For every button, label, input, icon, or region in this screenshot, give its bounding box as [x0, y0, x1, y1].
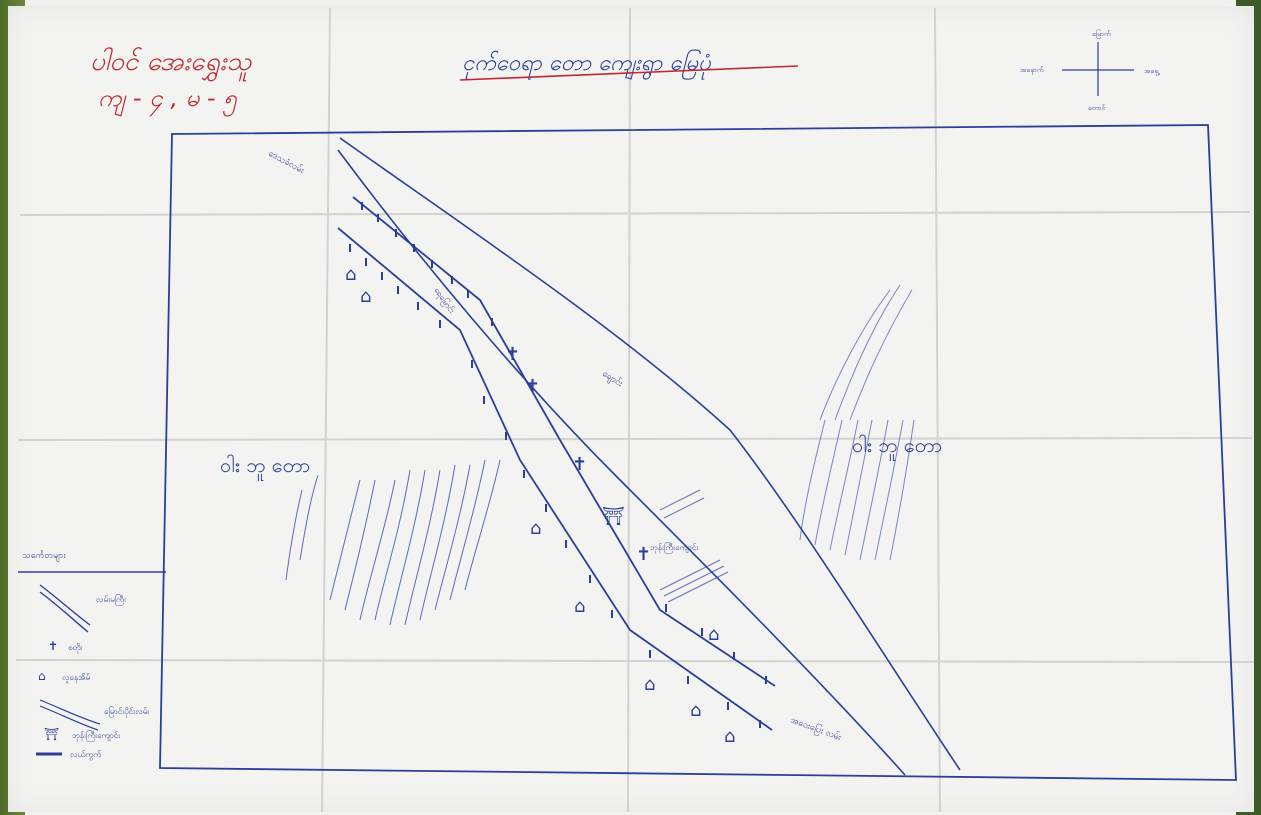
contributor-label: ပါဝင် အေးရွှေးသူ: [90, 47, 252, 82]
house-icon: ⌂: [574, 596, 585, 617]
legend: သင်္ကေတများ လမ်းမကြီး ✝ စတိုး ⌂ လူနေအိမ်…: [22, 550, 150, 761]
house-markers: [349, 202, 767, 728]
legend-header: သင်္ကေတများ: [22, 550, 66, 562]
legend-item-2: စတိုး: [68, 642, 83, 654]
legend-item-1: လမ်းမကြီး: [96, 594, 127, 606]
map-frame: [159, 124, 1237, 781]
stream-label: ရေမြောင်း: [431, 285, 458, 317]
shop-icon: ✝: [525, 376, 540, 397]
paddy-field: [659, 489, 729, 603]
legend-house-symbol: ⌂: [38, 669, 46, 683]
river-label: ချောင်း: [600, 368, 626, 390]
legend-item-5: ဘုန်းကြီးကျောင်း: [72, 730, 121, 742]
legend-item-3: လူနေအိမ်: [62, 672, 90, 684]
title-underline: [459, 65, 799, 81]
house-icon: ⌂: [724, 726, 735, 747]
river-banks: [337, 137, 961, 776]
legend-item-4: မြောင်းပိုင်းလမ်း: [104, 706, 150, 718]
main-road: [337, 196, 776, 731]
bamboo-field-left: [285, 459, 501, 626]
house-icon: ⌂: [345, 264, 356, 285]
road-label-bottom: အဝေးပြေး လမ်း: [789, 714, 844, 745]
legend-road-symbol: [39, 584, 91, 633]
shop-icon: ✝: [636, 544, 651, 565]
building-symbols: ⌂ ⌂ ✝ ✝ ✝ ⛩ ✝ ⌂ ⌂ ⌂ ⌂ ⌂ ⌂: [345, 264, 735, 747]
map-paper: [8, 6, 1254, 812]
temple-label: ဘုန်းကြီးကျောင်း: [650, 542, 699, 554]
compass: မြောက် အနောက် အရှေ့ တောင်: [1020, 29, 1160, 112]
shop-icon: ✝: [572, 454, 587, 475]
fold-lines: [15, 7, 1255, 813]
field-right-label: ဝါး ဘူ တော: [852, 433, 942, 461]
bamboo-field-right: [799, 284, 915, 561]
house-icon: ⌂: [690, 700, 701, 721]
legend-drain-symbol: [39, 699, 101, 731]
compass-east: အရှေ့: [1144, 67, 1160, 76]
legend-item-6: လယ်ကွက်: [70, 749, 101, 761]
contributor-count: ကျ - ၄ , မ - ၅: [98, 84, 237, 117]
compass-west: အနောက်: [1020, 66, 1044, 75]
field-left-label: ဝါး ဘူ တော: [220, 453, 310, 481]
road-label-top: ဒေသခံလမ်း: [267, 148, 307, 176]
house-icon: ⌂: [708, 624, 719, 645]
compass-south: တောင်: [1088, 104, 1106, 112]
house-icon: ⌂: [644, 674, 655, 695]
temple-icon: ⛩: [602, 506, 625, 527]
house-icon: ⌂: [530, 518, 541, 539]
shop-icon: ✝: [505, 344, 520, 365]
legend-temple-symbol: ⛩: [44, 727, 59, 741]
legend-shop-symbol: ✝: [48, 639, 58, 653]
compass-north: မြောက်: [1092, 29, 1111, 39]
house-icon: ⌂: [360, 286, 371, 307]
